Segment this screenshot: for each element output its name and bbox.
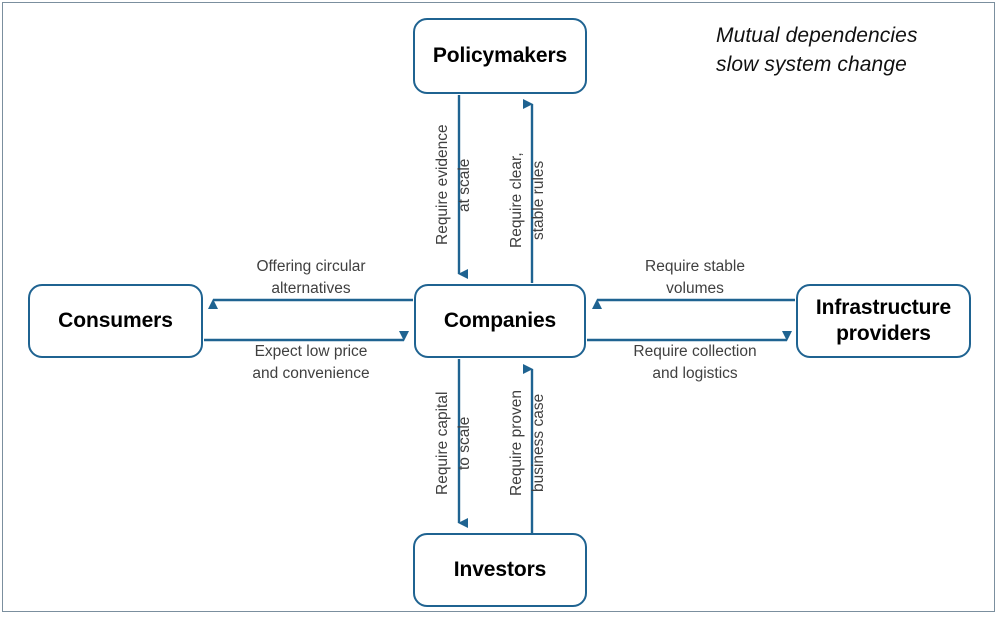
edge-label-evidence-at-scale: Require evidence at scale (434, 124, 473, 246)
node-consumers[interactable]: Consumers (28, 284, 203, 358)
edge-label-require-collection-logistics: Require collection and logistics (633, 343, 757, 382)
node-investors[interactable]: Investors (413, 533, 587, 607)
node-infrastructure-providers[interactable]: Infrastructure providers (796, 284, 971, 358)
diagram-title: Mutual dependencies slow system change (716, 24, 918, 76)
edge-label-require-capital-to-scale: Require capital to scale (434, 391, 473, 495)
node-companies[interactable]: Companies (414, 284, 586, 358)
node-policymakers[interactable]: Policymakers (413, 18, 587, 94)
edge-label-require-stable-volumes: Require stable volumes (645, 258, 745, 297)
edge-label-expect-low-price: Expect low price and convenience (252, 343, 370, 382)
edge-label-require-proven-business-case: Require proven business case (508, 390, 547, 496)
edge-label-clear-stable-rules: Require clear, stable rules (508, 152, 547, 248)
edge-label-offering-circular-alternatives: Offering circular alternatives (256, 258, 366, 297)
